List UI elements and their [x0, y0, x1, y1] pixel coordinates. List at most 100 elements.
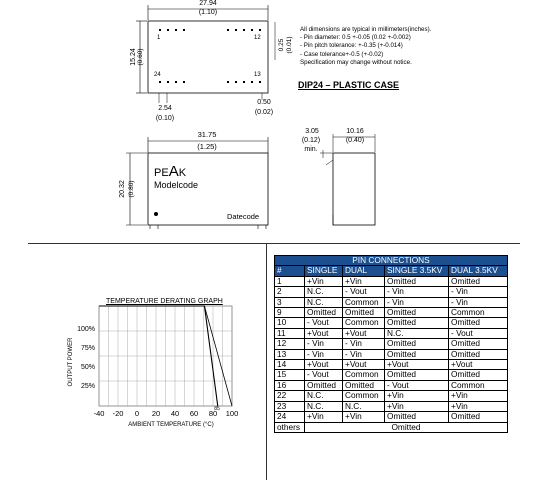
pin-label-12: 12 — [254, 35, 261, 41]
x-tick-label: 0 — [135, 409, 139, 418]
depth-in: (0.40) — [346, 137, 364, 144]
front-package — [147, 152, 269, 226]
pins-bottom-row — [159, 81, 261, 83]
table-cell: +Vin — [448, 390, 508, 402]
column-header: # — [274, 265, 305, 277]
table-cell: +Vout — [342, 327, 385, 340]
x-tick-label: 100 — [226, 409, 239, 418]
table-cell: 16 — [274, 379, 305, 392]
table-cell: +Vout — [342, 359, 385, 371]
table-cell: - Vout — [304, 317, 343, 329]
table-cell: - Vin — [448, 286, 508, 298]
table-cell: 9 — [274, 307, 305, 319]
x-tick-label: 60 — [190, 409, 198, 418]
table-cell: N.C. — [304, 400, 343, 413]
table-cell: N.C. — [304, 390, 343, 402]
pin-length-min: min. — [304, 146, 317, 153]
bottom-offset-mm: 0.50 — [257, 99, 271, 106]
pin-connections-table: PIN CONNECTIONS # SINGLE DUAL SINGLE 3.5… — [274, 254, 508, 433]
table-cell: - Vout — [448, 327, 508, 340]
table-cell: 1 — [274, 275, 305, 288]
table-cell: +Vout — [384, 359, 449, 371]
table-cell: Omitted — [384, 307, 449, 319]
side-offset-mm: 0.25 — [278, 38, 285, 51]
note-line: - Case tolerance+-0.5 (+-0.02) — [300, 50, 384, 58]
y-tick-label: 25% — [81, 383, 95, 390]
depth-mm: 10.16 — [346, 128, 364, 135]
table-cell: 14 — [274, 359, 305, 371]
pin-length-in: (0.12) — [302, 137, 320, 144]
table-cell: N.C. — [342, 400, 385, 413]
table-cell: Omitted — [384, 411, 449, 423]
top-height-in: (0.60) — [137, 49, 144, 66]
dimension-notes: All dimensions are typical in millimeter… — [300, 26, 431, 67]
table-cell: - Vin — [304, 338, 343, 350]
y-tick-label: 50% — [81, 364, 95, 371]
table-cell: - Vin — [342, 348, 385, 361]
table-cell: - Vout — [304, 369, 343, 381]
table-cell: Omitted — [448, 348, 508, 361]
table-cell: - Vout — [342, 286, 385, 298]
graph-title: TEMPERATURE DERATING GRAPH — [106, 298, 223, 305]
table-cell: Omitted — [304, 421, 508, 433]
table-cell: +Vin — [342, 411, 385, 423]
table-cell: Omitted — [384, 275, 449, 288]
table-cell: Omitted — [448, 275, 508, 288]
table-cell: N.C. — [304, 296, 343, 309]
table-cell: +Vin — [384, 390, 449, 402]
pin-pitch-in: (0.10) — [156, 115, 174, 122]
top-view-drawing: 27.94 (1.10) 1 12 24 13 15.24 (0.60) 0.2… — [130, 0, 293, 122]
table-cell: 22 — [274, 390, 305, 402]
table-cell: Omitted — [448, 369, 508, 381]
table-cell: 13 — [274, 348, 305, 361]
table-cell: - Vin — [304, 348, 343, 361]
column-header: SINGLE — [304, 265, 343, 277]
table-cell: Common — [448, 379, 508, 392]
section-divider — [28, 243, 520, 244]
table-cell: - Vin — [448, 296, 508, 309]
y-axis-label: OUTPUT POWER — [68, 337, 74, 387]
front-view-drawing: 31.75 (1.25) 20.32 (0.80) PEAK Modelcode… — [119, 130, 269, 229]
column-header: DUAL — [342, 265, 385, 277]
column-header: DUAL 3.5KV — [448, 265, 508, 277]
table-cell: Common — [342, 317, 385, 329]
side-offset-in: (0.01) — [286, 37, 293, 54]
table-cell: +Vout — [448, 359, 508, 371]
y-tick-label: 100% — [77, 326, 95, 333]
table-cell: Omitted — [384, 348, 449, 361]
table-cell: +Vout — [304, 359, 343, 371]
datecode-label: Datecode — [227, 212, 259, 221]
front-height-mm: 20.32 — [119, 180, 126, 198]
table-cell: 15 — [274, 369, 305, 381]
note-line: All dimensions are typical in millimeter… — [300, 26, 432, 33]
case-title: DIP24 – PLASTIC CASE — [298, 80, 400, 90]
table-cell: 23 — [274, 400, 305, 413]
x-tick-label: 20 — [152, 409, 160, 418]
derating-line — [204, 305, 233, 407]
table-cell: 11 — [274, 327, 305, 340]
table-cell: 3 — [274, 296, 305, 309]
table-cell: 12 — [274, 338, 305, 350]
note-line: - Pin diameter: 0.5 +-0.05 (0.02 +-0.002… — [300, 34, 411, 42]
package-outline — [147, 20, 269, 94]
table-cell: +Vin — [304, 275, 343, 288]
bottom-offset-in: (0.02) — [255, 109, 273, 116]
x-tick-label: 80 — [209, 409, 217, 418]
pin-pitch-mm: 2.54 — [158, 105, 172, 112]
side-package — [332, 152, 376, 226]
y-tick-label: 75% — [81, 345, 95, 352]
pin-label-13: 13 — [254, 72, 261, 78]
table-cell: Common — [342, 390, 385, 402]
top-width-in: (1.10) — [199, 9, 217, 16]
table-cell: +Vin — [342, 275, 385, 288]
table-cell: +Vin — [304, 411, 343, 423]
table-cell: Omitted — [342, 307, 385, 319]
